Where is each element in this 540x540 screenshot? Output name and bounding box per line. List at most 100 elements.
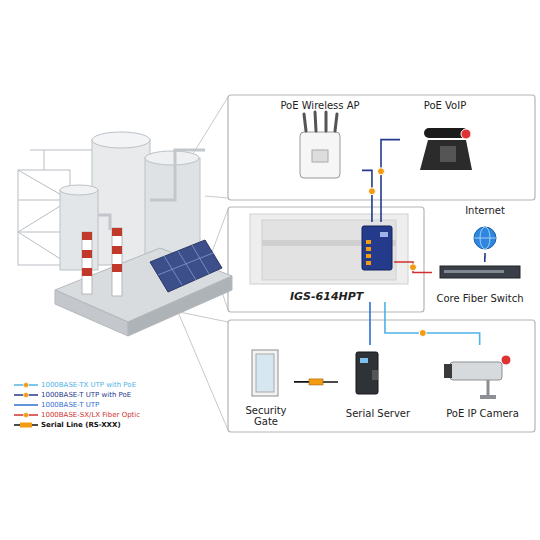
plant-illustration bbox=[158, 253, 213, 275]
device-label: Core Fiber Switch bbox=[437, 293, 524, 304]
serial-server-icon bbox=[356, 352, 378, 394]
legend-entry: 1000BASE-T UTP with PoE bbox=[14, 390, 184, 400]
device-node: PoE IP Camera bbox=[435, 345, 530, 419]
legend-marker bbox=[20, 423, 32, 428]
callout-box bbox=[228, 320, 535, 432]
device-node: Internet bbox=[452, 205, 518, 253]
plant-illustration bbox=[98, 150, 205, 230]
device-label: PoE Wireless AP bbox=[280, 100, 359, 111]
plant-illustration bbox=[55, 290, 128, 336]
switch-icon bbox=[380, 232, 388, 237]
switch-icon bbox=[366, 254, 371, 258]
gate-icon bbox=[256, 354, 274, 392]
device-label: Security Gate bbox=[238, 405, 294, 427]
chimney bbox=[112, 228, 122, 296]
network-link bbox=[394, 262, 432, 273]
legend-entry: Serial Line (RS-XXX) bbox=[14, 420, 184, 430]
leader-line bbox=[212, 209, 228, 252]
serial-server-icon bbox=[356, 352, 378, 394]
core-switch-icon bbox=[440, 266, 520, 278]
cabinet bbox=[250, 214, 408, 284]
switch-icon bbox=[366, 240, 371, 244]
access-point-icon bbox=[325, 112, 328, 131]
legend-entry: 1000BASE-T UTP bbox=[14, 400, 184, 410]
chimney bbox=[82, 232, 92, 294]
legend-sample bbox=[14, 401, 38, 409]
callout-box bbox=[228, 207, 424, 312]
poe-dot bbox=[419, 330, 426, 337]
poe-dot bbox=[368, 188, 375, 195]
legend-text: Serial Line (RS-XXX) bbox=[41, 421, 121, 430]
switch-icon bbox=[366, 247, 371, 251]
network-link bbox=[381, 140, 400, 222]
access-point-icon bbox=[315, 112, 316, 131]
switch-icon bbox=[366, 261, 371, 265]
device-label: PoE VoIP bbox=[424, 100, 466, 111]
legend-dot bbox=[23, 392, 28, 397]
phone-icon bbox=[440, 146, 456, 162]
network-link bbox=[385, 302, 480, 345]
legend-dot bbox=[23, 382, 28, 387]
legend-text: 1000BASE-T UTP with PoE bbox=[41, 391, 131, 400]
plant-illustration bbox=[145, 151, 199, 165]
device-label: PoE IP Camera bbox=[446, 408, 519, 419]
access-point-icon bbox=[300, 132, 340, 178]
network-link bbox=[369, 302, 371, 345]
device-node: PoE VoIP bbox=[400, 100, 490, 188]
legend-dot bbox=[23, 412, 28, 417]
device-node: PoE Wireless AP bbox=[278, 100, 362, 188]
device-label: Serial Server bbox=[346, 408, 410, 419]
legend-sample bbox=[14, 421, 38, 429]
globe-icon bbox=[474, 238, 496, 239]
model-name: IGS-614HPT bbox=[290, 291, 363, 302]
chimney bbox=[82, 250, 92, 258]
plant-illustration bbox=[192, 245, 209, 274]
device-node: Serial Server bbox=[338, 345, 418, 419]
leader-line bbox=[178, 312, 228, 430]
device-node: Security Gate bbox=[238, 345, 294, 427]
core-switch-icon bbox=[444, 270, 504, 273]
camera-icon bbox=[444, 355, 511, 399]
leader-line bbox=[150, 97, 228, 430]
device-node: IGS-614HPT bbox=[290, 222, 394, 302]
camera-icon bbox=[487, 380, 490, 396]
camera-icon bbox=[480, 395, 496, 399]
chimney bbox=[112, 264, 122, 272]
legend-sample bbox=[14, 411, 38, 419]
legend-sample bbox=[14, 381, 38, 389]
phone-icon bbox=[420, 128, 472, 170]
camera-icon bbox=[444, 364, 452, 378]
plant-illustration bbox=[92, 132, 150, 148]
camera-icon bbox=[450, 362, 502, 380]
access-point-icon bbox=[312, 150, 328, 162]
cabinet bbox=[262, 220, 396, 280]
poe-dot bbox=[378, 168, 385, 175]
access-point-icon bbox=[304, 114, 306, 131]
legend: 1000BASE-TX UTP with PoE1000BASE-T UTP w… bbox=[14, 380, 184, 430]
access-point-icon bbox=[335, 114, 337, 131]
callout-box bbox=[228, 95, 535, 200]
cabinet bbox=[250, 214, 408, 284]
plant-illustration bbox=[60, 185, 98, 195]
core-switch-icon bbox=[440, 266, 520, 278]
plant-illustration bbox=[150, 240, 222, 292]
chimney bbox=[112, 246, 122, 254]
plant-illustration bbox=[18, 132, 232, 336]
legend-entry: 1000BASE-TX UTP with PoE bbox=[14, 380, 184, 390]
legend-text: 1000BASE-TX UTP with PoE bbox=[41, 381, 136, 390]
callout-box bbox=[228, 95, 535, 432]
globe-icon bbox=[474, 227, 496, 249]
serial-marker bbox=[309, 379, 323, 385]
network-link bbox=[484, 253, 486, 262]
chimney bbox=[82, 232, 92, 240]
chimney bbox=[82, 228, 122, 296]
phone-icon bbox=[420, 140, 472, 170]
device-node: Core Fiber Switch bbox=[432, 262, 528, 304]
phone-icon bbox=[461, 129, 471, 139]
access-point-icon bbox=[300, 112, 340, 178]
plant-illustration bbox=[158, 245, 213, 285]
plant-illustration bbox=[150, 150, 205, 200]
